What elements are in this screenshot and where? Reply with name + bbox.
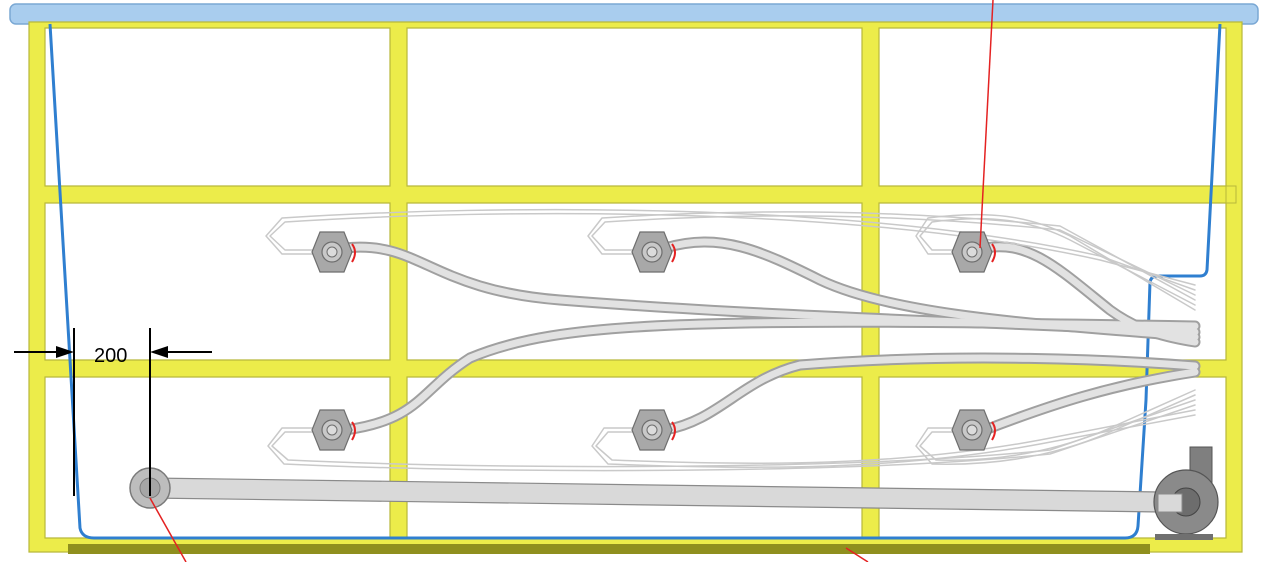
- dimension-label: 200: [94, 345, 127, 367]
- leader-line-bottom-left: [149, 497, 187, 562]
- jet-nozzles: [311, 231, 996, 451]
- suction-pipe: [129, 467, 1161, 513]
- hose-bundle: [265, 208, 1201, 472]
- leader-lines: [149, 0, 994, 562]
- jet-nozzle-icon: [951, 409, 996, 451]
- jet-nozzle-icon: [311, 231, 356, 273]
- leader-line-bottom-mid: [845, 547, 869, 562]
- dimension-arrow-icon: [150, 346, 168, 358]
- tub-liner: [48, 23, 1222, 540]
- pump-icon: [1153, 446, 1219, 540]
- dimension-annotation: 200: [14, 328, 212, 496]
- jet-nozzle-icon: [311, 409, 356, 451]
- tub-lid: [9, 3, 1259, 25]
- jet-nozzle-icon: [951, 231, 996, 273]
- jet-nozzle-icon: [631, 409, 676, 451]
- dimension-arrow-icon: [56, 346, 74, 358]
- jet-nozzle-icon: [631, 231, 676, 273]
- leader-line-top: [979, 0, 994, 249]
- support-frame: [28, 21, 1243, 553]
- base-plate: [68, 544, 1150, 554]
